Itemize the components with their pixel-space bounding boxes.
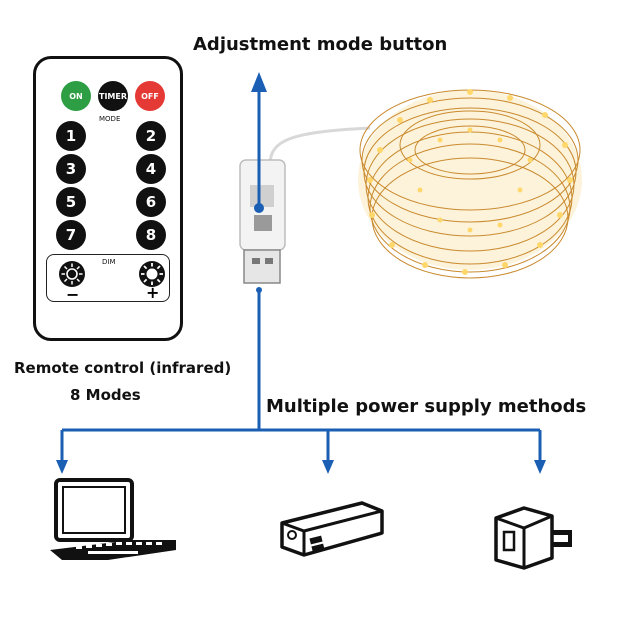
wire: [268, 126, 371, 166]
power-bank-icon: [280, 501, 384, 557]
mode-button-6[interactable]: 6: [136, 187, 166, 217]
dim-minus-label: −: [66, 285, 80, 304]
mode-button-7[interactable]: 7: [56, 220, 86, 250]
dim-label: DIM: [102, 258, 116, 266]
laptop-icon: [50, 478, 176, 560]
wall-charger-icon: [494, 506, 572, 570]
remote-caption-line2: 8 Modes: [70, 386, 141, 404]
remote-caption-line1: Remote control (infrared): [14, 359, 232, 377]
sun-dim-icon[interactable]: [58, 260, 86, 288]
sun-bright-icon[interactable]: [138, 260, 166, 288]
remote-control: ON TIMER OFF MODE 1 2 3 4 5 6 7 8 DIM − …: [33, 56, 183, 341]
mode-button-5[interactable]: 5: [56, 187, 86, 217]
usb-plug-icon: [239, 159, 286, 284]
mode-button-1[interactable]: 1: [56, 121, 86, 151]
off-button[interactable]: OFF: [135, 81, 165, 111]
power-supply-caption: Multiple power supply methods: [266, 396, 587, 417]
timer-button[interactable]: TIMER: [98, 81, 128, 111]
mode-button-4[interactable]: 4: [136, 154, 166, 184]
string-lights-coil: [358, 89, 582, 279]
dim-panel: [46, 254, 170, 302]
mode-button-2[interactable]: 2: [136, 121, 166, 151]
mode-button-8[interactable]: 8: [136, 220, 166, 250]
adjustment-mode-caption: Adjustment mode button: [193, 34, 448, 55]
dim-plus-label: +: [146, 283, 160, 302]
mode-button-3[interactable]: 3: [56, 154, 86, 184]
on-button[interactable]: ON: [61, 81, 91, 111]
mode-label: MODE: [99, 115, 121, 123]
